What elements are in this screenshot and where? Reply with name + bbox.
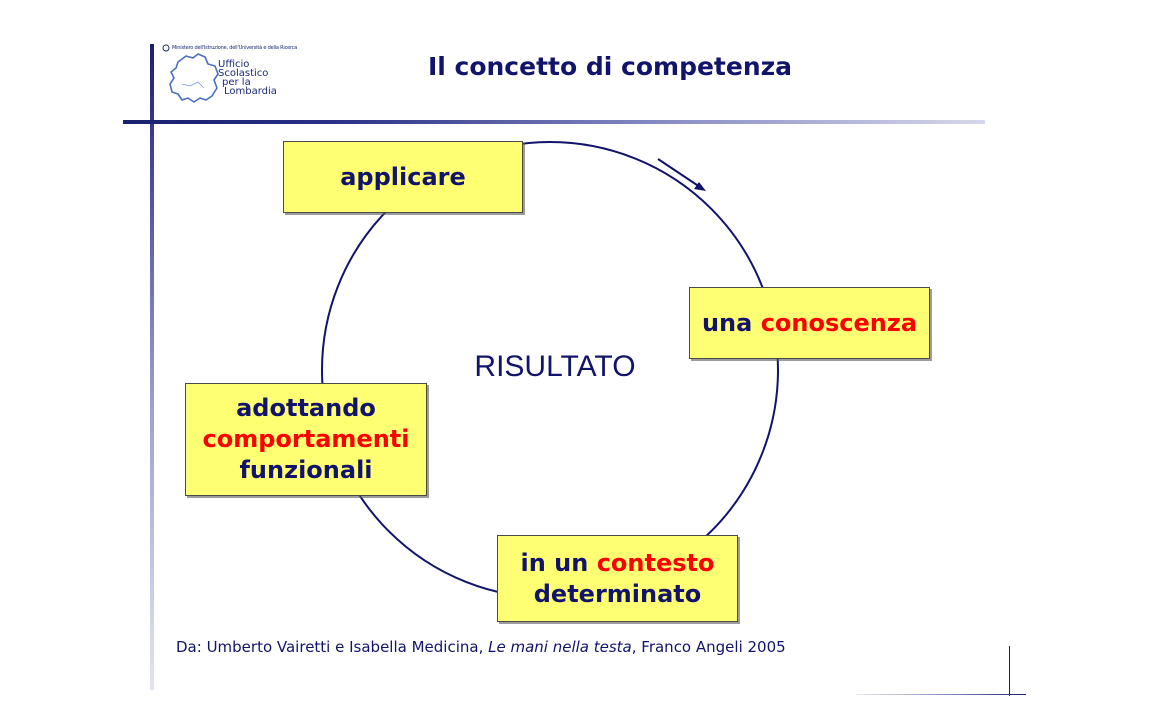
- node-conoscenza: una conoscenza: [689, 287, 930, 359]
- page-title: Il concetto di competenza: [427, 52, 793, 81]
- node-contesto: in un contesto determinato: [497, 535, 738, 622]
- node-contesto-prefix: in un: [520, 548, 597, 577]
- frame-left-line: [150, 44, 154, 690]
- node-adottando: adottando comportamenti funzionali: [185, 383, 427, 496]
- node-contesto-line2: determinato: [533, 579, 702, 608]
- node-applicare: applicare: [283, 141, 523, 213]
- citation-suffix: , Franco Angeli 2005: [631, 638, 786, 656]
- logo-header-text: Ministero dell'Istruzione, dell'Universi…: [172, 45, 298, 51]
- corner-vertical-line: [1009, 646, 1010, 696]
- direction-arrow-icon: [657, 158, 706, 191]
- node-conoscenza-highlight: conoscenza: [760, 308, 918, 337]
- emblem-icon: [162, 44, 170, 52]
- logo-line-1: Ufficio: [218, 59, 250, 70]
- citation-prefix: Da: Umberto Vairetti e Isabella Medicina…: [176, 638, 489, 656]
- center-label: RISULTATO: [474, 350, 636, 383]
- node-contesto-highlight: contesto: [596, 548, 715, 577]
- office-logo: Ministero dell'Istruzione, dell'Universi…: [160, 44, 297, 106]
- citation-book-title: Le mani nella testa: [488, 638, 632, 656]
- logo-line-4: Lombardia: [224, 86, 277, 97]
- node-contesto-line1: in un contesto: [521, 548, 715, 579]
- corner-horizontal-line: [856, 694, 1026, 695]
- logo-line-2: Scolastico: [218, 68, 269, 79]
- logo-line-3: per la: [222, 77, 251, 88]
- frame-top-line: [123, 120, 985, 124]
- node-applicare-text: applicare: [340, 162, 466, 191]
- node-adottando-highlight: comportamenti: [202, 425, 410, 453]
- citation: Da: Umberto Vairetti e Isabella Medicina…: [176, 638, 786, 656]
- node-conoscenza-line: una conoscenza: [702, 308, 917, 339]
- node-adottando-line1: adottando: [236, 394, 376, 422]
- node-conoscenza-prefix: una: [701, 308, 761, 337]
- node-adottando-line3: funzionali: [239, 456, 373, 484]
- region-map-icon: [162, 44, 219, 103]
